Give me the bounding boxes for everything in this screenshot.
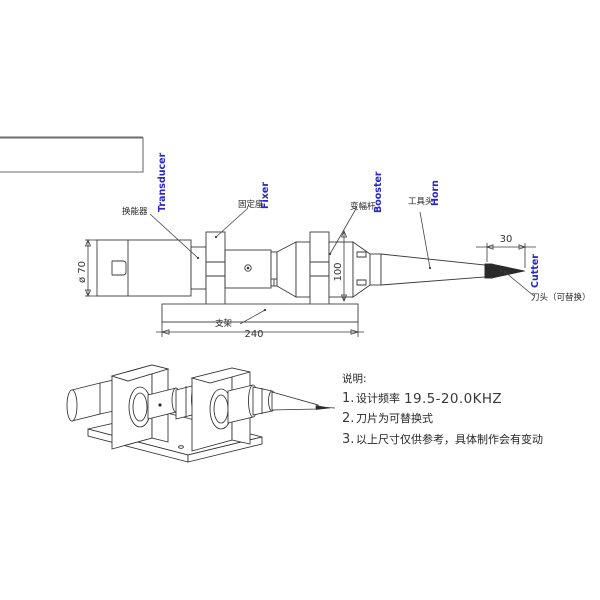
callout-transducer-label-en: Transducer: [157, 152, 168, 212]
note-2-number: 2.: [342, 411, 354, 426]
dimension-cutter-length: 30: [476, 234, 536, 268]
dimension-transducer-diameter: ø 70: [77, 238, 97, 298]
callout-booster-label-en: Booster: [373, 171, 384, 213]
notes-block: 说明: 1. 设计频率 19.5-20.0KHZ 2. 刀片为可替换式 3. 以…: [342, 372, 543, 447]
callout-booster: 变幅杆 Booster: [328, 171, 384, 256]
dimension-base-length: 240: [156, 322, 364, 340]
dimension-booster-height: 100: [333, 229, 348, 303]
main-assembly-section-view: [96, 231, 526, 323]
callout-transducer: 换能器 Transducer: [122, 152, 200, 260]
callout-horn-label-en: Horn: [430, 180, 441, 206]
note-item-2: 2. 刀片为可替换式: [342, 411, 433, 426]
callout-horn: 工具头 Horn: [408, 180, 441, 270]
isometric-assembly-view: [66, 364, 336, 463]
callout-transducer-label-cn: 换能器: [122, 206, 148, 217]
title-block-frame: [0, 137, 144, 173]
booster-taper: [276, 241, 297, 298]
dim-label-transducer-diameter: ø 70: [77, 261, 88, 283]
horn-shoulder-taper: [352, 241, 371, 298]
note-1-text: 设计频率: [356, 391, 400, 405]
note-2-text: 刀片为可替换式: [356, 411, 433, 425]
booster-step-ring: [270, 251, 278, 287]
fixer-flange: [205, 231, 226, 305]
horn-mid-step: [369, 253, 382, 286]
booster-large-body: [295, 241, 311, 298]
callout-booster-label-cn: 变幅杆: [350, 201, 376, 212]
note-item-1: 1. 设计频率 19.5-20.0KHZ: [342, 391, 502, 407]
dim-label-booster-height: 100: [333, 262, 344, 281]
horn-cone: [380, 253, 486, 286]
callout-cutter-label-cn: 刀头（可替换）: [531, 292, 591, 303]
callout-support-label-cn: 支架: [215, 318, 233, 329]
callout-cutter-label-en: Cutter: [530, 254, 541, 288]
cutter-blade: [484, 263, 526, 279]
note-3-number: 3.: [342, 432, 354, 447]
callout-horn-label-cn: 工具头: [408, 196, 434, 207]
iso-bracket-2: [190, 367, 251, 452]
note-item-3: 3. 以上尺寸仅供参考，具体制作会有变动: [342, 432, 543, 447]
transducer-body: [96, 239, 192, 297]
callout-cutter: 刀头（可替换） Cutter: [503, 254, 591, 303]
notes-heading: 说明:: [342, 372, 367, 385]
dim-label-base-length: 240: [244, 329, 263, 340]
note-3-text: 以上尺寸仅供参考，具体制作会有变动: [356, 432, 543, 446]
callout-fixer-label-cn: 固定座: [238, 199, 264, 210]
iso-horn: [227, 384, 336, 424]
note-1-value: 19.5-20.0KHZ: [404, 391, 502, 407]
second-mount-flange: [309, 231, 330, 305]
horn-root-body: [328, 241, 354, 298]
booster-cylinder: [224, 249, 272, 289]
callout-fixer-label-en: Fixer: [260, 182, 271, 209]
callout-support: 支架: [215, 308, 267, 329]
dim-label-cutter-length: 30: [500, 234, 513, 245]
callout-fixer: 固定座 Fixer: [214, 182, 271, 239]
sheet-border-top: [0, 136, 143, 173]
note-1-number: 1.: [342, 391, 354, 406]
